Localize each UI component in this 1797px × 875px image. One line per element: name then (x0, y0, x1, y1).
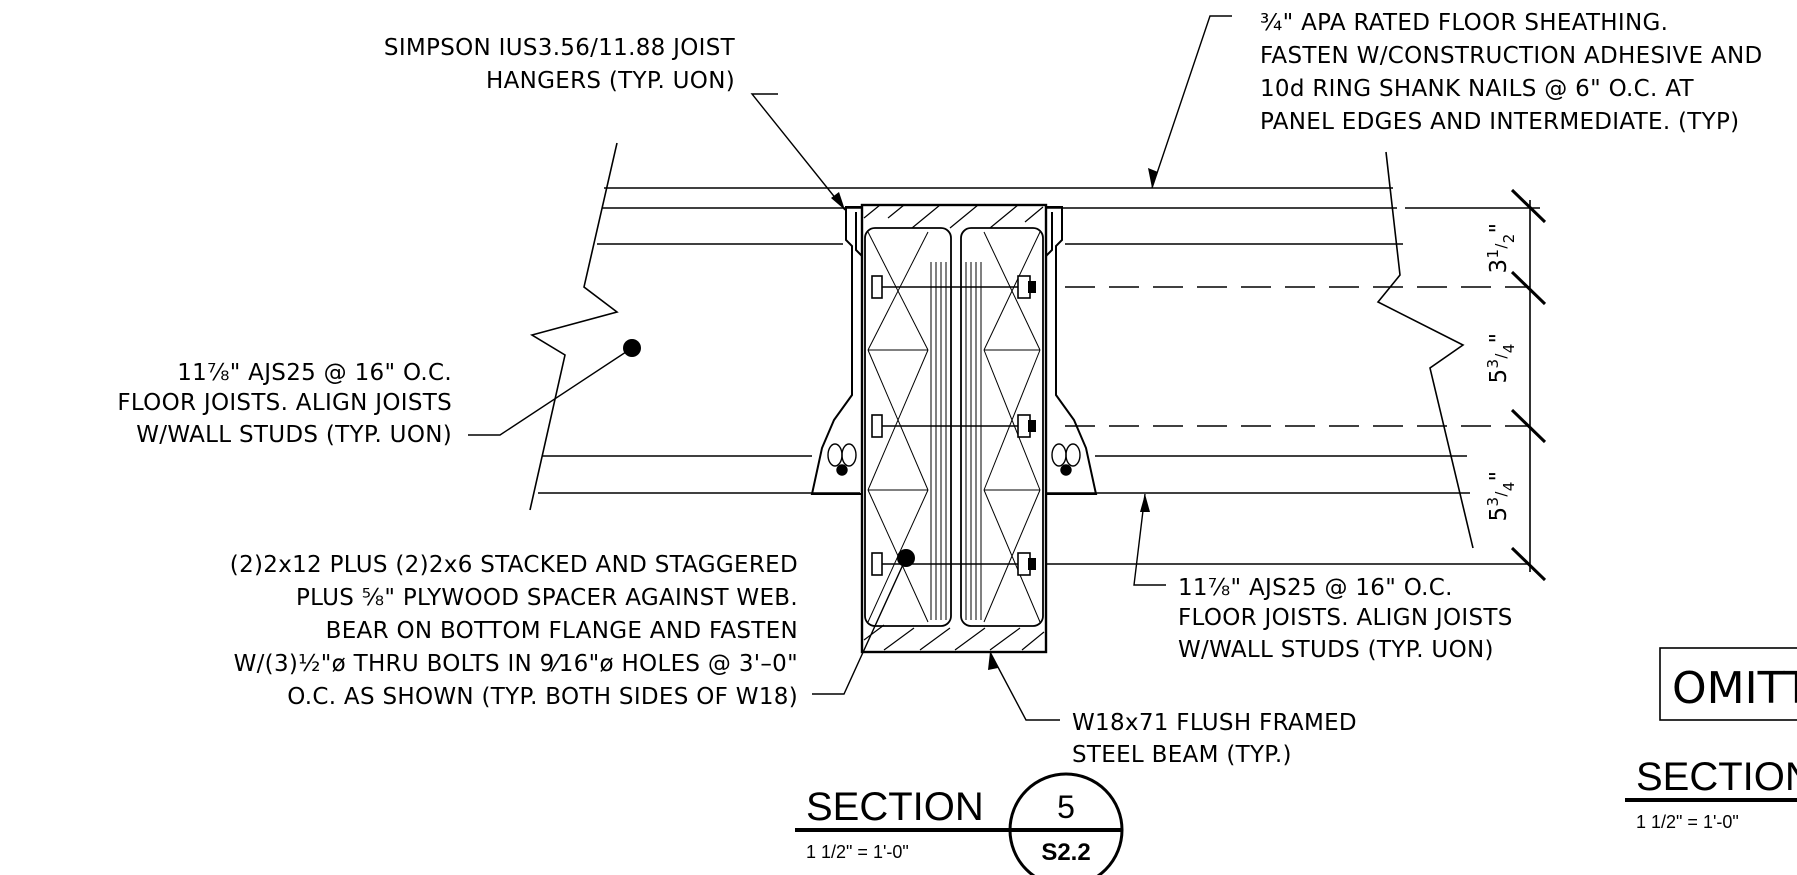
svg-text:1 1/2" = 1'-0": 1 1/2" = 1'-0" (806, 842, 909, 862)
section-title-main: SECTION 1 1/2" = 1'-0" 5 S2.2 (795, 772, 1124, 875)
svg-text:53/4": 53/4" (1484, 333, 1518, 384)
svg-text:11⅞" AJS25 @ 16" O.C.: 11⅞" AJS25 @ 16" O.C. (1178, 575, 1453, 601)
note-blocking-and-bolts: (2)2x12 PLUS (2)2x6 STACKED AND STAGGERE… (230, 552, 798, 710)
dimension-label-3: 53/4" (1484, 471, 1518, 522)
svg-text:W/WALL STUDS (TYP. UON): W/WALL STUDS (TYP. UON) (1178, 637, 1494, 663)
note-floor-sheathing: ¾" APA RATED FLOOR SHEATHING. FASTEN W/C… (1260, 10, 1762, 135)
svg-text:¾" APA RATED FLOOR SHEATHING.: ¾" APA RATED FLOOR SHEATHING. (1260, 10, 1668, 36)
svg-text:W18x71 FLUSH FRAMED: W18x71 FLUSH FRAMED (1072, 710, 1357, 736)
bolt-centerlines (1046, 286, 1530, 565)
svg-text:SECTION: SECTION (1636, 755, 1797, 799)
section-title-right: OMITT SECTION 1 1/2" = 1'-0" (1625, 647, 1797, 832)
svg-text:31/2": 31/2" (1484, 223, 1518, 274)
leader-dot-blocking (897, 549, 915, 567)
section-number: 5 (1057, 789, 1075, 825)
note-left-floor-joists: 11⅞" AJS25 @ 16" O.C. FLOOR JOISTS. ALIG… (117, 360, 452, 448)
svg-text:W/WALL STUDS (TYP. UON): W/WALL STUDS (TYP. UON) (136, 422, 452, 448)
omitted-box-label: OMITT (1672, 663, 1797, 714)
dimension-string (1510, 188, 1547, 582)
joist-hanger-right (1045, 206, 1098, 495)
svg-text:HANGERS (TYP. UON): HANGERS (TYP. UON) (486, 68, 735, 94)
svg-text:SECTION: SECTION (806, 785, 984, 829)
svg-text:(2)2x12 PLUS (2)2x6 STACKED AN: (2)2x12 PLUS (2)2x6 STACKED AND STAGGERE… (230, 552, 798, 578)
svg-text:1 1/2" = 1'-0": 1 1/2" = 1'-0" (1636, 812, 1739, 832)
joist-hanger-left (810, 206, 863, 495)
sheet-reference: S2.2 (1041, 839, 1090, 866)
leader-arrowheads (831, 168, 1158, 670)
svg-text:SIMPSON IUS3.56/11.88 JOIST: SIMPSON IUS3.56/11.88 JOIST (384, 35, 736, 61)
svg-text:W/(3)½"ø THRU BOLTS IN 9⁄16"ø: W/(3)½"ø THRU BOLTS IN 9⁄16"ø HOLES @ 3'… (234, 651, 798, 677)
steel-beam-assembly (860, 203, 1048, 654)
svg-text:PLUS ⅝" PLYWOOD SPACER AGAINST: PLUS ⅝" PLYWOOD SPACER AGAINST WEB. (296, 585, 798, 611)
dimension-label-2: 53/4" (1484, 333, 1518, 384)
floor-joist-lines (529, 142, 1540, 549)
note-steel-beam: W18x71 FLUSH FRAMED STEEL BEAM (TYP.) (1072, 710, 1357, 768)
svg-text:FLOOR JOISTS. ALIGN JOISTS: FLOOR JOISTS. ALIGN JOISTS (117, 390, 452, 416)
svg-text:PANEL EDGES AND INTERMEDIATE.: PANEL EDGES AND INTERMEDIATE. (TYP) (1260, 109, 1739, 135)
svg-text:11⅞" AJS25 @ 16" O.C.: 11⅞" AJS25 @ 16" O.C. (177, 360, 452, 386)
svg-text:FLOOR JOISTS. ALIGN JOISTS: FLOOR JOISTS. ALIGN JOISTS (1178, 605, 1513, 631)
svg-text:BEAR ON BOTTOM FLANGE AND FAST: BEAR ON BOTTOM FLANGE AND FASTEN (326, 618, 798, 644)
svg-text:STEEL BEAM (TYP.): STEEL BEAM (TYP.) (1072, 742, 1292, 768)
svg-text:53/4": 53/4" (1484, 471, 1518, 522)
leader-lines (468, 15, 1232, 721)
leader-dot-joist (623, 339, 641, 357)
note-joist-hangers: SIMPSON IUS3.56/11.88 JOIST HANGERS (TYP… (384, 35, 736, 94)
dimension-label-1: 31/2" (1484, 223, 1518, 274)
svg-text:10d RING SHANK NAILS @ 6" O.C.: 10d RING SHANK NAILS @ 6" O.C. AT (1260, 76, 1695, 102)
svg-text:O.C. AS SHOWN (TYP. BOTH SIDES: O.C. AS SHOWN (TYP. BOTH SIDES OF W18) (287, 684, 798, 710)
svg-text:FASTEN W/CONSTRUCTION ADHESIVE: FASTEN W/CONSTRUCTION ADHESIVE AND (1260, 43, 1762, 69)
note-right-floor-joists: 11⅞" AJS25 @ 16" O.C. FLOOR JOISTS. ALIG… (1178, 575, 1513, 663)
